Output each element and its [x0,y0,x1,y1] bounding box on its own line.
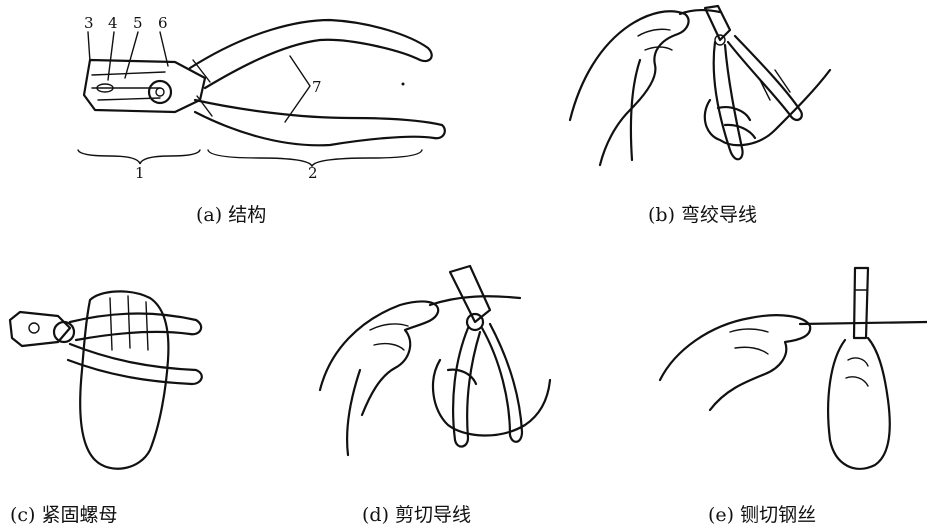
cut-wire-drawing [300,250,580,522]
part-number-1: 1 [135,164,145,182]
panel-c-tighten-nut: (c) 紧固螺母 [0,250,240,522]
cut-steel-wire-drawing [640,250,927,522]
part-number-4: 4 [108,14,118,32]
panel-a-structure: 3 4 5 6 7 1 2 (a) 结构 [0,0,470,240]
caption-a: (a) 结构 [196,200,266,227]
part-number-3: 3 [84,14,94,32]
part-number-6: 6 [158,14,168,32]
panel-b-bend-wire: (b) 弯绞导线 [560,0,927,240]
part-number-5: 5 [133,14,143,32]
caption-d: (d) 剪切导线 [362,500,471,527]
part-number-7: 7 [312,78,322,96]
tighten-nut-drawing [0,250,240,522]
caption-e: (e) 铡切钢丝 [708,500,816,527]
part-number-2: 2 [308,164,318,182]
panel-d-cut-wire: (d) 剪切导线 [300,250,580,522]
caption-b: (b) 弯绞导线 [648,200,757,227]
panel-e-cut-steel-wire: (e) 铡切钢丝 [640,250,927,522]
caption-c: (c) 紧固螺母 [10,500,118,527]
